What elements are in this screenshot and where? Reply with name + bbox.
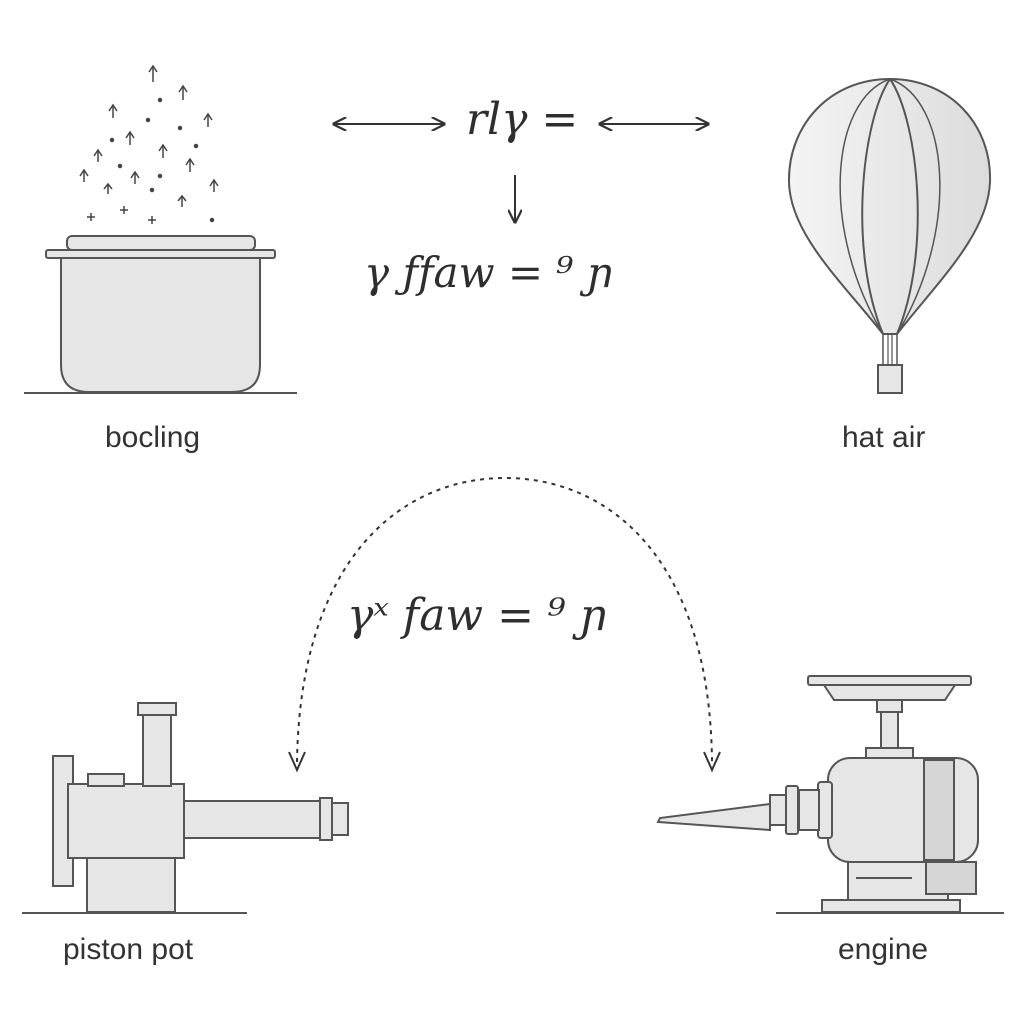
label-piston-pot: piston pot	[63, 933, 194, 966]
steam-arrow	[185, 157, 195, 172]
steam-arrow	[148, 64, 158, 82]
steam-arrow	[209, 178, 219, 192]
formula-bottom: γˣ faw = ⁹ ɲ	[347, 590, 608, 641]
piston-pump-icon	[22, 702, 349, 914]
steam-arrow	[125, 130, 135, 145]
steam-arrow	[108, 103, 118, 118]
steam-arrow	[79, 168, 89, 182]
steam-arrow	[130, 170, 140, 184]
hot-air-balloon-icon	[787, 77, 992, 394]
steam-arrow	[158, 143, 168, 158]
label-engine: engine	[838, 933, 929, 966]
engine-icon	[656, 675, 1004, 914]
steam-arrow	[93, 148, 103, 162]
label-boiling: bocling	[105, 421, 201, 454]
steam-arrows-icon	[79, 64, 219, 224]
dashed-cycle-arrow	[288, 476, 721, 773]
steam-arrow	[203, 112, 213, 127]
formula-top: rlγ =	[466, 94, 579, 145]
formula-middle: γ ƒfaw = ⁹ ɲ	[364, 248, 614, 297]
steam-arrow	[177, 194, 187, 207]
steam-arrow	[103, 182, 113, 194]
steam-arrow	[178, 84, 188, 100]
pot-icon	[24, 235, 297, 394]
label-hot-air: hat air	[842, 421, 926, 454]
